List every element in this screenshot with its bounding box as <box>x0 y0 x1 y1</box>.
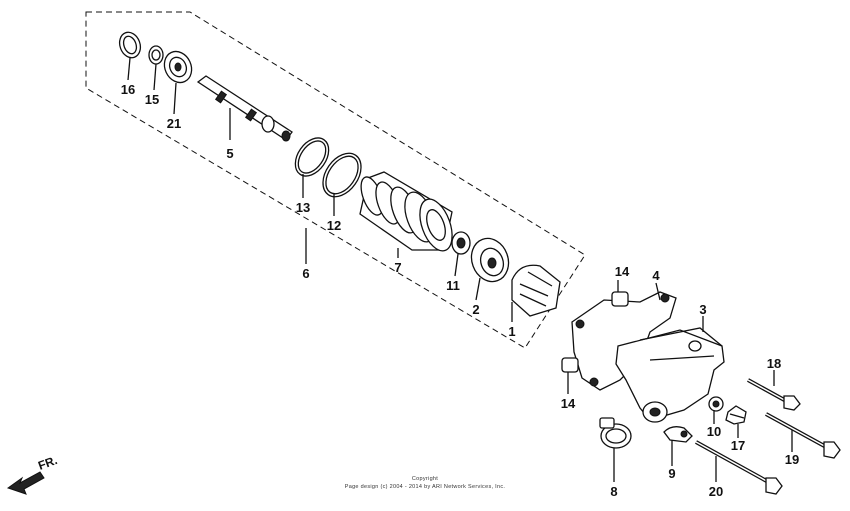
callout-13: 13 <box>296 200 310 215</box>
callout-19: 19 <box>785 452 799 467</box>
callout-4: 4 <box>652 268 660 283</box>
copyright-line-1: Copyright <box>411 476 439 482</box>
part-14-collar-top[interactable] <box>611 291 629 307</box>
part-5-shaft[interactable] <box>196 75 293 142</box>
callout-11: 11 <box>446 278 460 293</box>
part-8-hose-clamp[interactable] <box>599 417 632 449</box>
part-20-bolt[interactable] <box>695 440 783 495</box>
part-7-boot[interactable] <box>357 171 459 255</box>
callout-1: 1 <box>508 324 515 339</box>
callout-14-bottom: 14 <box>561 396 576 411</box>
callout-12: 12 <box>327 218 341 233</box>
part-11-nut[interactable] <box>451 231 471 255</box>
callout-18: 18 <box>767 356 781 371</box>
part-10-washer[interactable] <box>708 396 724 412</box>
part-12-o-ring[interactable] <box>315 146 369 204</box>
copyright-line-2: Page design (c) 2004 - 2014 by ARI Netwo… <box>344 484 506 490</box>
callout-15: 15 <box>145 92 159 107</box>
part-13-o-ring[interactable] <box>288 132 335 182</box>
callout-7: 7 <box>394 260 401 275</box>
callout-16: 16 <box>121 82 135 97</box>
callout-8: 8 <box>610 484 617 499</box>
part-15-snap-ring[interactable] <box>148 45 164 65</box>
part-9-clip[interactable] <box>663 426 693 443</box>
callout-2: 2 <box>472 302 479 317</box>
callout-5: 5 <box>226 146 233 161</box>
callout-14-top: 14 <box>615 264 630 279</box>
part-4-bracket[interactable] <box>571 291 677 391</box>
callout-9: 9 <box>668 466 675 481</box>
part-3-caliper[interactable] <box>615 327 725 423</box>
part-16-circlip[interactable] <box>116 29 144 60</box>
front-arrow-icon <box>6 471 45 495</box>
part-21-bearing[interactable] <box>159 47 196 87</box>
front-direction-label: FR. <box>36 453 59 473</box>
part-1-guard[interactable] <box>511 264 561 317</box>
callout-17: 17 <box>731 438 745 453</box>
part-2-cup[interactable] <box>466 233 515 287</box>
callout-10: 10 <box>707 424 721 439</box>
part-18-bolt[interactable] <box>747 378 801 411</box>
callout-6: 6 <box>302 266 309 281</box>
callout-20: 20 <box>709 484 723 499</box>
part-17-bolt[interactable] <box>725 405 747 425</box>
leader-lines <box>127 57 793 482</box>
callout-21: 21 <box>167 116 181 131</box>
part-14-collar-bottom[interactable] <box>561 357 579 373</box>
callout-3: 3 <box>699 302 706 317</box>
part-19-bolt[interactable] <box>765 412 841 459</box>
